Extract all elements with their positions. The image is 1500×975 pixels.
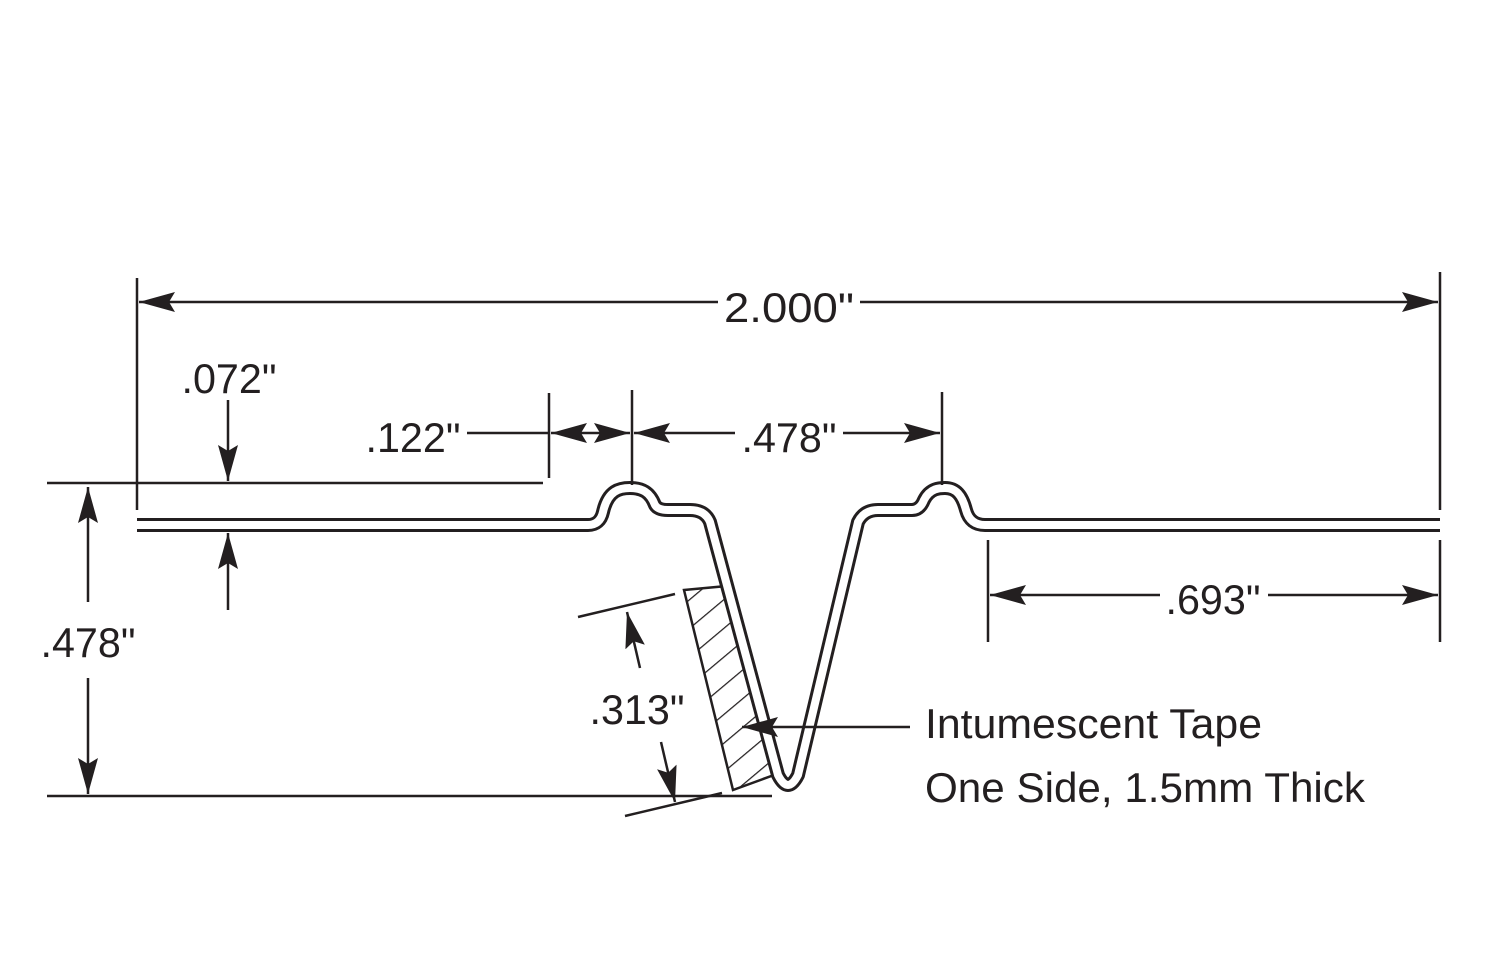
right-flange-label: .693" [1166,576,1261,623]
overall-height-label: .478" [41,619,136,666]
dimension-tape-length: .313" [577,592,723,818]
dimension-bump-offset: .122" [366,390,634,485]
bump-offset-label: .122" [366,414,461,461]
tape-callout: Intumescent Tape One Side, 1.5mm Thick [742,700,1366,811]
overall-width-label: 2.000" [724,284,854,331]
callout-line-1: Intumescent Tape [925,700,1262,747]
callout-line-2: One Side, 1.5mm Thick [925,764,1366,811]
dimension-thickness: .072" [47,355,543,610]
dimension-right-flange: .693" [986,540,1442,642]
tape-length-label: .313" [590,686,685,733]
dimension-bump-spacing: .478" [634,392,944,485]
dimension-overall-width: 2.000" [135,272,1442,510]
thickness-label: .072" [182,355,277,402]
strip-profile [137,481,1440,792]
bump-spacing-label: .478" [742,414,837,461]
dimension-overall-height: .478" [41,487,772,798]
